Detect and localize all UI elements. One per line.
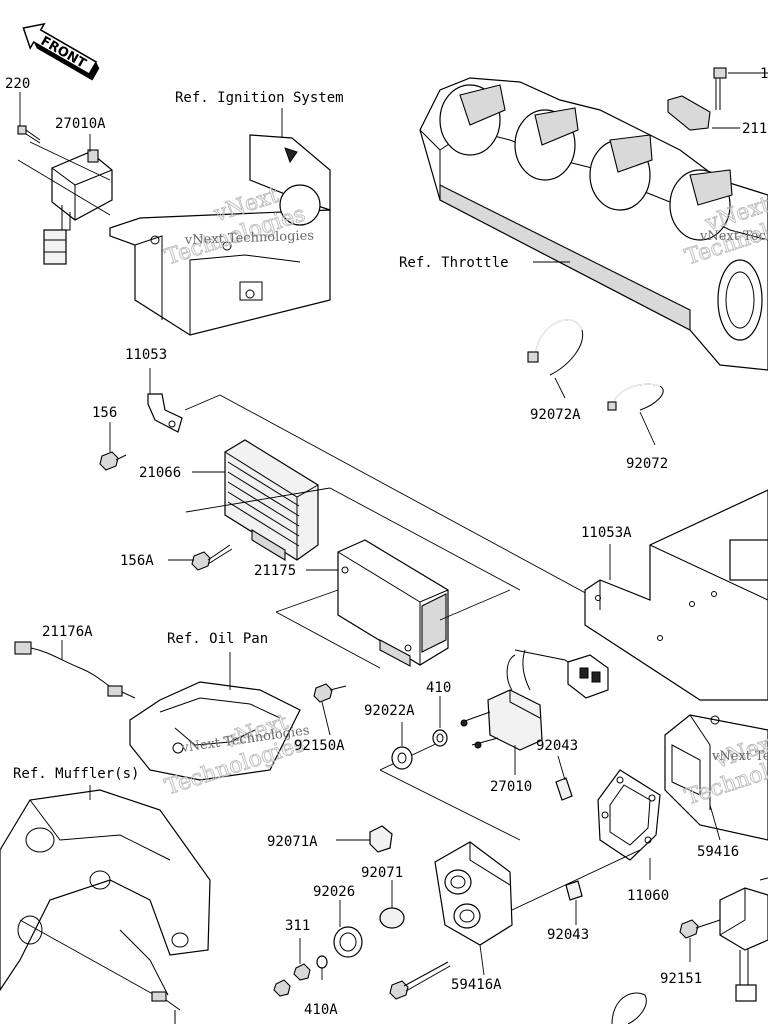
part-label-410: 410: [426, 680, 451, 696]
part-label-92043-bottom: 92043: [547, 927, 589, 943]
ref-throttle-label: Ref. Throttle: [399, 255, 509, 271]
part-label-59416: 59416: [697, 844, 739, 860]
nut-311: [293, 938, 311, 981]
watermark-small-top: vNext Technologies: [184, 228, 315, 248]
part-label-1: 1: [760, 66, 768, 82]
washer-92026: [333, 900, 363, 958]
washer-92022a: [391, 722, 413, 770]
bracket-11053: [147, 368, 183, 433]
part-label-92072a: 92072A: [530, 407, 581, 423]
bolt-long: [389, 961, 451, 1000]
part-label-11053a: 11053A: [581, 525, 632, 541]
part-label-156: 156: [92, 405, 117, 421]
housing-59416a: [434, 841, 513, 976]
sensor-bottom: [19, 919, 181, 1024]
bracket-11053a: [584, 489, 768, 701]
gasket-11060: [597, 769, 661, 880]
cable-tie-bottom: [611, 992, 647, 1024]
relay-27010a: [43, 149, 113, 265]
bolt-92151: [679, 919, 721, 962]
oil-pan: [129, 652, 301, 781]
part-label-21176a: 21176A: [42, 624, 93, 640]
sensor-21176a: [14, 640, 136, 699]
part-label-410a: 410A: [304, 1002, 338, 1018]
cable-tie-92072a: [527, 319, 584, 399]
part-label-11053: 11053: [125, 347, 167, 363]
part-label-92022a: 92022A: [364, 703, 415, 719]
part-label-21066: 21066: [139, 465, 181, 481]
bolt-156: [99, 422, 127, 471]
part-label-27010: 27010: [490, 779, 532, 795]
part-label-92072: 92072: [626, 456, 668, 472]
part-label-220: 220: [5, 76, 30, 92]
throttle-body: [419, 67, 768, 371]
part-label-211: 211: [742, 121, 767, 137]
part-label-11060: 11060: [627, 888, 669, 904]
part-label-156a: 156A: [120, 553, 154, 569]
grommet-92071: [379, 880, 405, 929]
part-label-311: 311: [285, 918, 310, 934]
part-label-92150a: 92150A: [294, 738, 345, 754]
bolt-156a: [168, 544, 233, 571]
front-arrow: FRONT: [22, 22, 100, 81]
part-label-21175: 21175: [254, 563, 296, 579]
housing-59416: [664, 714, 768, 841]
washer-410a: [316, 955, 328, 980]
regulator-21066: [192, 439, 319, 561]
starter-relay-27010: [460, 649, 609, 775]
spacer-92043-top: [555, 755, 573, 801]
bolt-92150a: [313, 683, 347, 736]
muffler: [0, 785, 211, 996]
relay-bottom-right: [719, 877, 768, 1002]
watermark-small-right: vNext Technologies: [711, 749, 768, 764]
ecu-21175: [306, 539, 449, 667]
part-label-92043-top: 92043: [536, 738, 578, 754]
part-label-59416a: 59416A: [451, 977, 502, 993]
ref-muffler-label: Ref. Muffler(s): [13, 766, 139, 782]
cable-tie-92072: [607, 383, 664, 446]
grommet-92071a: [336, 825, 393, 853]
ignition-mount-bracket: [109, 134, 331, 336]
washer-410: [432, 696, 448, 747]
part-label-92026: 92026: [313, 884, 355, 900]
watermark-small-throttle: vNext Technologies: [699, 229, 768, 244]
nut-bottom-left: [273, 979, 291, 997]
ref-ignition-label: Ref. Ignition System: [175, 90, 344, 106]
part-label-27010a: 27010A: [55, 116, 106, 132]
part-label-92071: 92071: [361, 865, 403, 881]
part-label-92071a: 92071A: [267, 834, 318, 850]
bolt-220: [17, 125, 41, 144]
part-label-92151: 92151: [660, 971, 702, 987]
ref-oil-pan-label: Ref. Oil Pan: [167, 631, 268, 647]
